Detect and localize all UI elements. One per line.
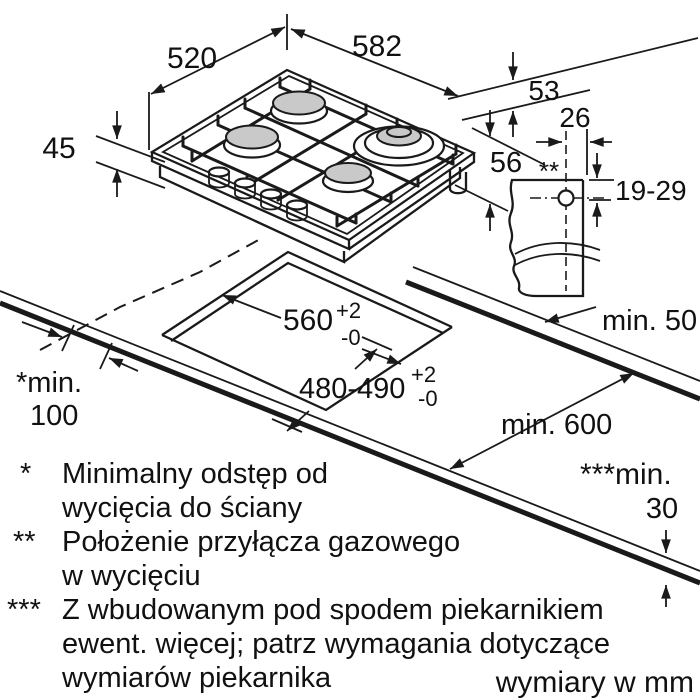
knob-1-top bbox=[207, 166, 231, 178]
hob-body-left bbox=[158, 166, 346, 264]
footnote-1-marker: * bbox=[20, 458, 31, 490]
knob-4 bbox=[286, 205, 308, 222]
min-below-value: 30 bbox=[646, 493, 678, 525]
cutout-depth-label: 480-490 bbox=[299, 373, 405, 405]
worktop-front-top-line bbox=[0, 290, 700, 572]
cutout-width-tol-plus: +2 bbox=[336, 298, 361, 323]
ext-line-56-top bbox=[471, 127, 546, 166]
worktop bbox=[0, 237, 700, 586]
burner-wok bbox=[352, 125, 446, 167]
gas-connection-detail: 26 ** 19-29 bbox=[508, 102, 687, 298]
footnote-2-line-2: w wycięciu bbox=[61, 560, 201, 592]
footnote-1-line-2: wycięcia do ściany bbox=[61, 492, 303, 524]
knob-2-top bbox=[233, 177, 257, 189]
knob-2 bbox=[234, 183, 256, 200]
knob-3 bbox=[260, 194, 282, 211]
dim-100-arrow-b bbox=[108, 357, 139, 372]
burner-rear-cap bbox=[272, 90, 326, 116]
dim-45-label: 45 bbox=[42, 132, 75, 165]
units-note: wymiary w mm bbox=[495, 666, 694, 699]
ext-line-100-b bbox=[99, 342, 113, 370]
knob-3-top bbox=[259, 188, 283, 200]
dim-26-label: 26 bbox=[559, 102, 590, 133]
dim-480-seg2 bbox=[286, 410, 310, 432]
hob-body-right bbox=[343, 167, 462, 263]
dim-582-label: 582 bbox=[352, 30, 402, 63]
dim-560-seg1 bbox=[221, 294, 282, 319]
burner-front-cap bbox=[324, 162, 372, 184]
cutout-back-inner-edges bbox=[170, 261, 444, 342]
ext-line-480-top bbox=[361, 336, 393, 351]
ext-line-100-a bbox=[61, 324, 75, 352]
footnote-1-line-1: Minimalny odstęp od bbox=[62, 458, 328, 490]
gas-connection-point bbox=[557, 189, 575, 207]
knob-1 bbox=[208, 172, 230, 189]
min-depth-label: min. 600 bbox=[501, 409, 612, 441]
footnotes: * Minimalny odstęp od wycięcia do ściany… bbox=[7, 458, 694, 699]
min-depth-arrow bbox=[449, 372, 635, 470]
min-below-label: ***min. bbox=[580, 458, 672, 491]
cutout-width-label: 560 bbox=[283, 304, 333, 337]
hob-right-side bbox=[348, 153, 476, 250]
footnote-3-marker: *** bbox=[7, 594, 41, 626]
cutout-dimensions: 560 +2 -0 480-490 +2 -0 *min. 100 min. 5… bbox=[16, 294, 697, 607]
worktop-back-edge-line bbox=[405, 279, 700, 402]
footnote-3-line-3: wymiarów piekarnika bbox=[61, 662, 332, 694]
ext-line-45-top bbox=[95, 135, 166, 163]
burner-left bbox=[222, 124, 282, 159]
cutout-back-edges bbox=[161, 250, 453, 336]
control-knobs bbox=[207, 166, 309, 222]
hob-dimensions: 520 582 53 45 56 bbox=[42, 14, 699, 231]
cutout-depth-tol-plus: +2 bbox=[411, 362, 436, 387]
ext-line-45-bottom bbox=[95, 161, 166, 189]
wall-dashed-line bbox=[39, 237, 263, 351]
dim-line-520 bbox=[150, 26, 286, 95]
hob bbox=[149, 68, 477, 264]
ext-line-rim-bottom bbox=[461, 89, 591, 121]
dim-100-arrow-a bbox=[21, 321, 63, 338]
dim-480-seg1 bbox=[354, 348, 378, 370]
burner-wok-inner bbox=[386, 126, 412, 138]
min-rear-label: min. 50 bbox=[602, 305, 697, 337]
worktop-back-top-line bbox=[412, 266, 700, 382]
min-wall-label: *min. bbox=[16, 367, 82, 399]
footnote-3-line-2: ewent. więcej; patrz wymagania dotyczące bbox=[62, 628, 610, 660]
cutout-width-tol-minus: -0 bbox=[341, 325, 361, 350]
cutout-opening bbox=[161, 250, 453, 412]
footnote-2-marker: ** bbox=[13, 526, 36, 558]
dim-line-582 bbox=[290, 28, 459, 97]
burner-rear bbox=[269, 90, 329, 125]
worktop-front-edge-line bbox=[0, 300, 700, 586]
footnote-3-line-1: Z wbudowanym pod spodem piekarnikiem bbox=[62, 594, 604, 626]
dim-56-label: 56 bbox=[490, 147, 522, 179]
pan-support-bars-longitudinal bbox=[181, 85, 455, 225]
burner-front bbox=[321, 162, 375, 194]
min-wall-value: 100 bbox=[30, 400, 78, 432]
dim-520-label: 520 bbox=[167, 42, 217, 75]
worktop-section-profile bbox=[508, 178, 585, 298]
break-lines bbox=[514, 242, 601, 266]
cutout-depth-tol-minus: -0 bbox=[418, 386, 438, 411]
min-rear-arrow bbox=[544, 306, 597, 323]
gas-marker-label: ** bbox=[539, 156, 559, 186]
ext-line-top-surface bbox=[447, 37, 699, 100]
ext-line-56-bottom bbox=[454, 184, 509, 212]
cutout-front-edges bbox=[161, 326, 453, 412]
burner-left-cap bbox=[225, 124, 279, 150]
dim-53-label: 53 bbox=[528, 75, 559, 106]
dim-1929-label: 19-29 bbox=[615, 175, 687, 206]
knob-4-top bbox=[285, 199, 309, 211]
footnote-2-line-1: Położenie przyłącza gazowego bbox=[62, 526, 460, 558]
